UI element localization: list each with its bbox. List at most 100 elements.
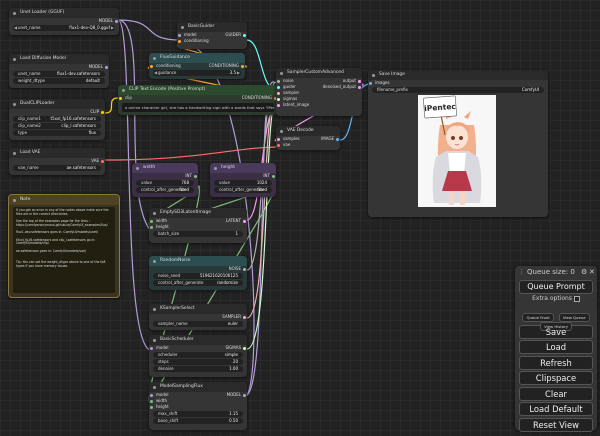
input-socket[interactable] [277, 137, 280, 141]
note-textarea[interactable]: If you get an error in any of the nodes … [13, 207, 115, 293]
collapse-dot-icon[interactable] [153, 211, 156, 215]
queue-prompt-button[interactable]: Queue Prompt [519, 280, 593, 294]
collapse-dot-icon[interactable] [13, 198, 16, 202]
arrow-right-icon[interactable]: ▶ [110, 25, 114, 30]
input-socket[interactable] [150, 405, 153, 409]
node-title[interactable]: height [210, 163, 276, 173]
input-socket[interactable] [277, 79, 280, 83]
output-socket[interactable] [105, 65, 108, 69]
collapse-dot-icon[interactable] [153, 307, 156, 311]
output-socket[interactable] [358, 79, 361, 83]
input-socket[interactable] [178, 39, 181, 43]
collapse-dot-icon[interactable] [153, 259, 156, 263]
collapse-dot-icon[interactable] [13, 151, 16, 155]
input-socket[interactable] [277, 97, 280, 101]
output-socket[interactable] [241, 64, 244, 68]
reset-view-button[interactable]: Reset View [519, 417, 593, 432]
node-note[interactable]: Note If you get an error in any of the n… [8, 194, 120, 298]
node-title[interactable]: Unet Loader (GGUF) [9, 8, 119, 18]
node-title[interactable]: Note [9, 195, 119, 205]
collapse-dot-icon[interactable] [13, 57, 16, 61]
node-title[interactable]: CLIP Text Encode (Positive Prompt) [118, 85, 278, 95]
collapse-dot-icon[interactable] [280, 129, 283, 133]
arrow-right-icon[interactable]: ▶ [236, 70, 240, 75]
node-title[interactable]: BasicGuider [177, 22, 247, 32]
output-socket[interactable] [101, 110, 104, 114]
close-icon[interactable]: ✕ [589, 268, 595, 276]
view-queue-button[interactable]: View Queue [558, 313, 590, 322]
input-socket[interactable] [277, 91, 280, 95]
extra-options-row[interactable]: Extra options [515, 294, 597, 304]
output-socket[interactable] [101, 159, 104, 163]
output-socket[interactable] [272, 174, 275, 178]
input-socket[interactable] [369, 81, 372, 85]
queue-front-button[interactable]: Queue Front [522, 313, 554, 322]
collapse-dot-icon[interactable] [13, 11, 16, 15]
refresh-button[interactable]: Refresh [519, 355, 593, 370]
output-socket[interactable] [194, 174, 197, 178]
node-title[interactable]: VAE Decode [276, 126, 340, 136]
node-title[interactable]: EmptySD3LatentImage [149, 208, 247, 218]
output-socket[interactable] [243, 393, 246, 397]
input-socket[interactable] [150, 219, 153, 223]
node-title[interactable]: width [132, 163, 198, 173]
collapse-dot-icon[interactable] [214, 166, 217, 170]
node-title[interactable]: ModelSamplingFlux [149, 382, 247, 392]
input-socket[interactable] [150, 346, 153, 350]
extra-options-checkbox[interactable] [573, 295, 580, 302]
output-socket[interactable] [243, 346, 246, 350]
node-title[interactable]: RandomNoise [149, 256, 247, 266]
output-socket[interactable] [243, 219, 246, 223]
node-title[interactable]: KSamplerSelect [149, 304, 247, 314]
collapse-dot-icon[interactable] [122, 88, 125, 92]
collapse-dot-icon[interactable] [153, 56, 156, 60]
input-socket[interactable] [277, 85, 280, 89]
collapse-dot-icon[interactable] [280, 71, 283, 75]
collapse-dot-icon[interactable] [372, 73, 375, 77]
output-socket[interactable] [274, 96, 277, 100]
output-socket[interactable] [336, 137, 339, 141]
load-button[interactable]: Load [519, 340, 593, 354]
node-title[interactable]: SamplerCustomAdvanced [276, 68, 362, 78]
collapse-dot-icon[interactable] [136, 166, 139, 170]
collapse-dot-icon[interactable] [181, 25, 184, 29]
input-socket[interactable] [119, 96, 122, 100]
node-title[interactable]: Load VAE [9, 148, 105, 158]
collapse-dot-icon[interactable] [153, 338, 156, 342]
collapse-dot-icon[interactable] [13, 102, 16, 106]
clipspace-button[interactable]: Clipspace [519, 371, 593, 385]
node-title[interactable]: FluxGuidance [149, 53, 245, 63]
load-default-button[interactable]: Load Default [519, 402, 593, 416]
